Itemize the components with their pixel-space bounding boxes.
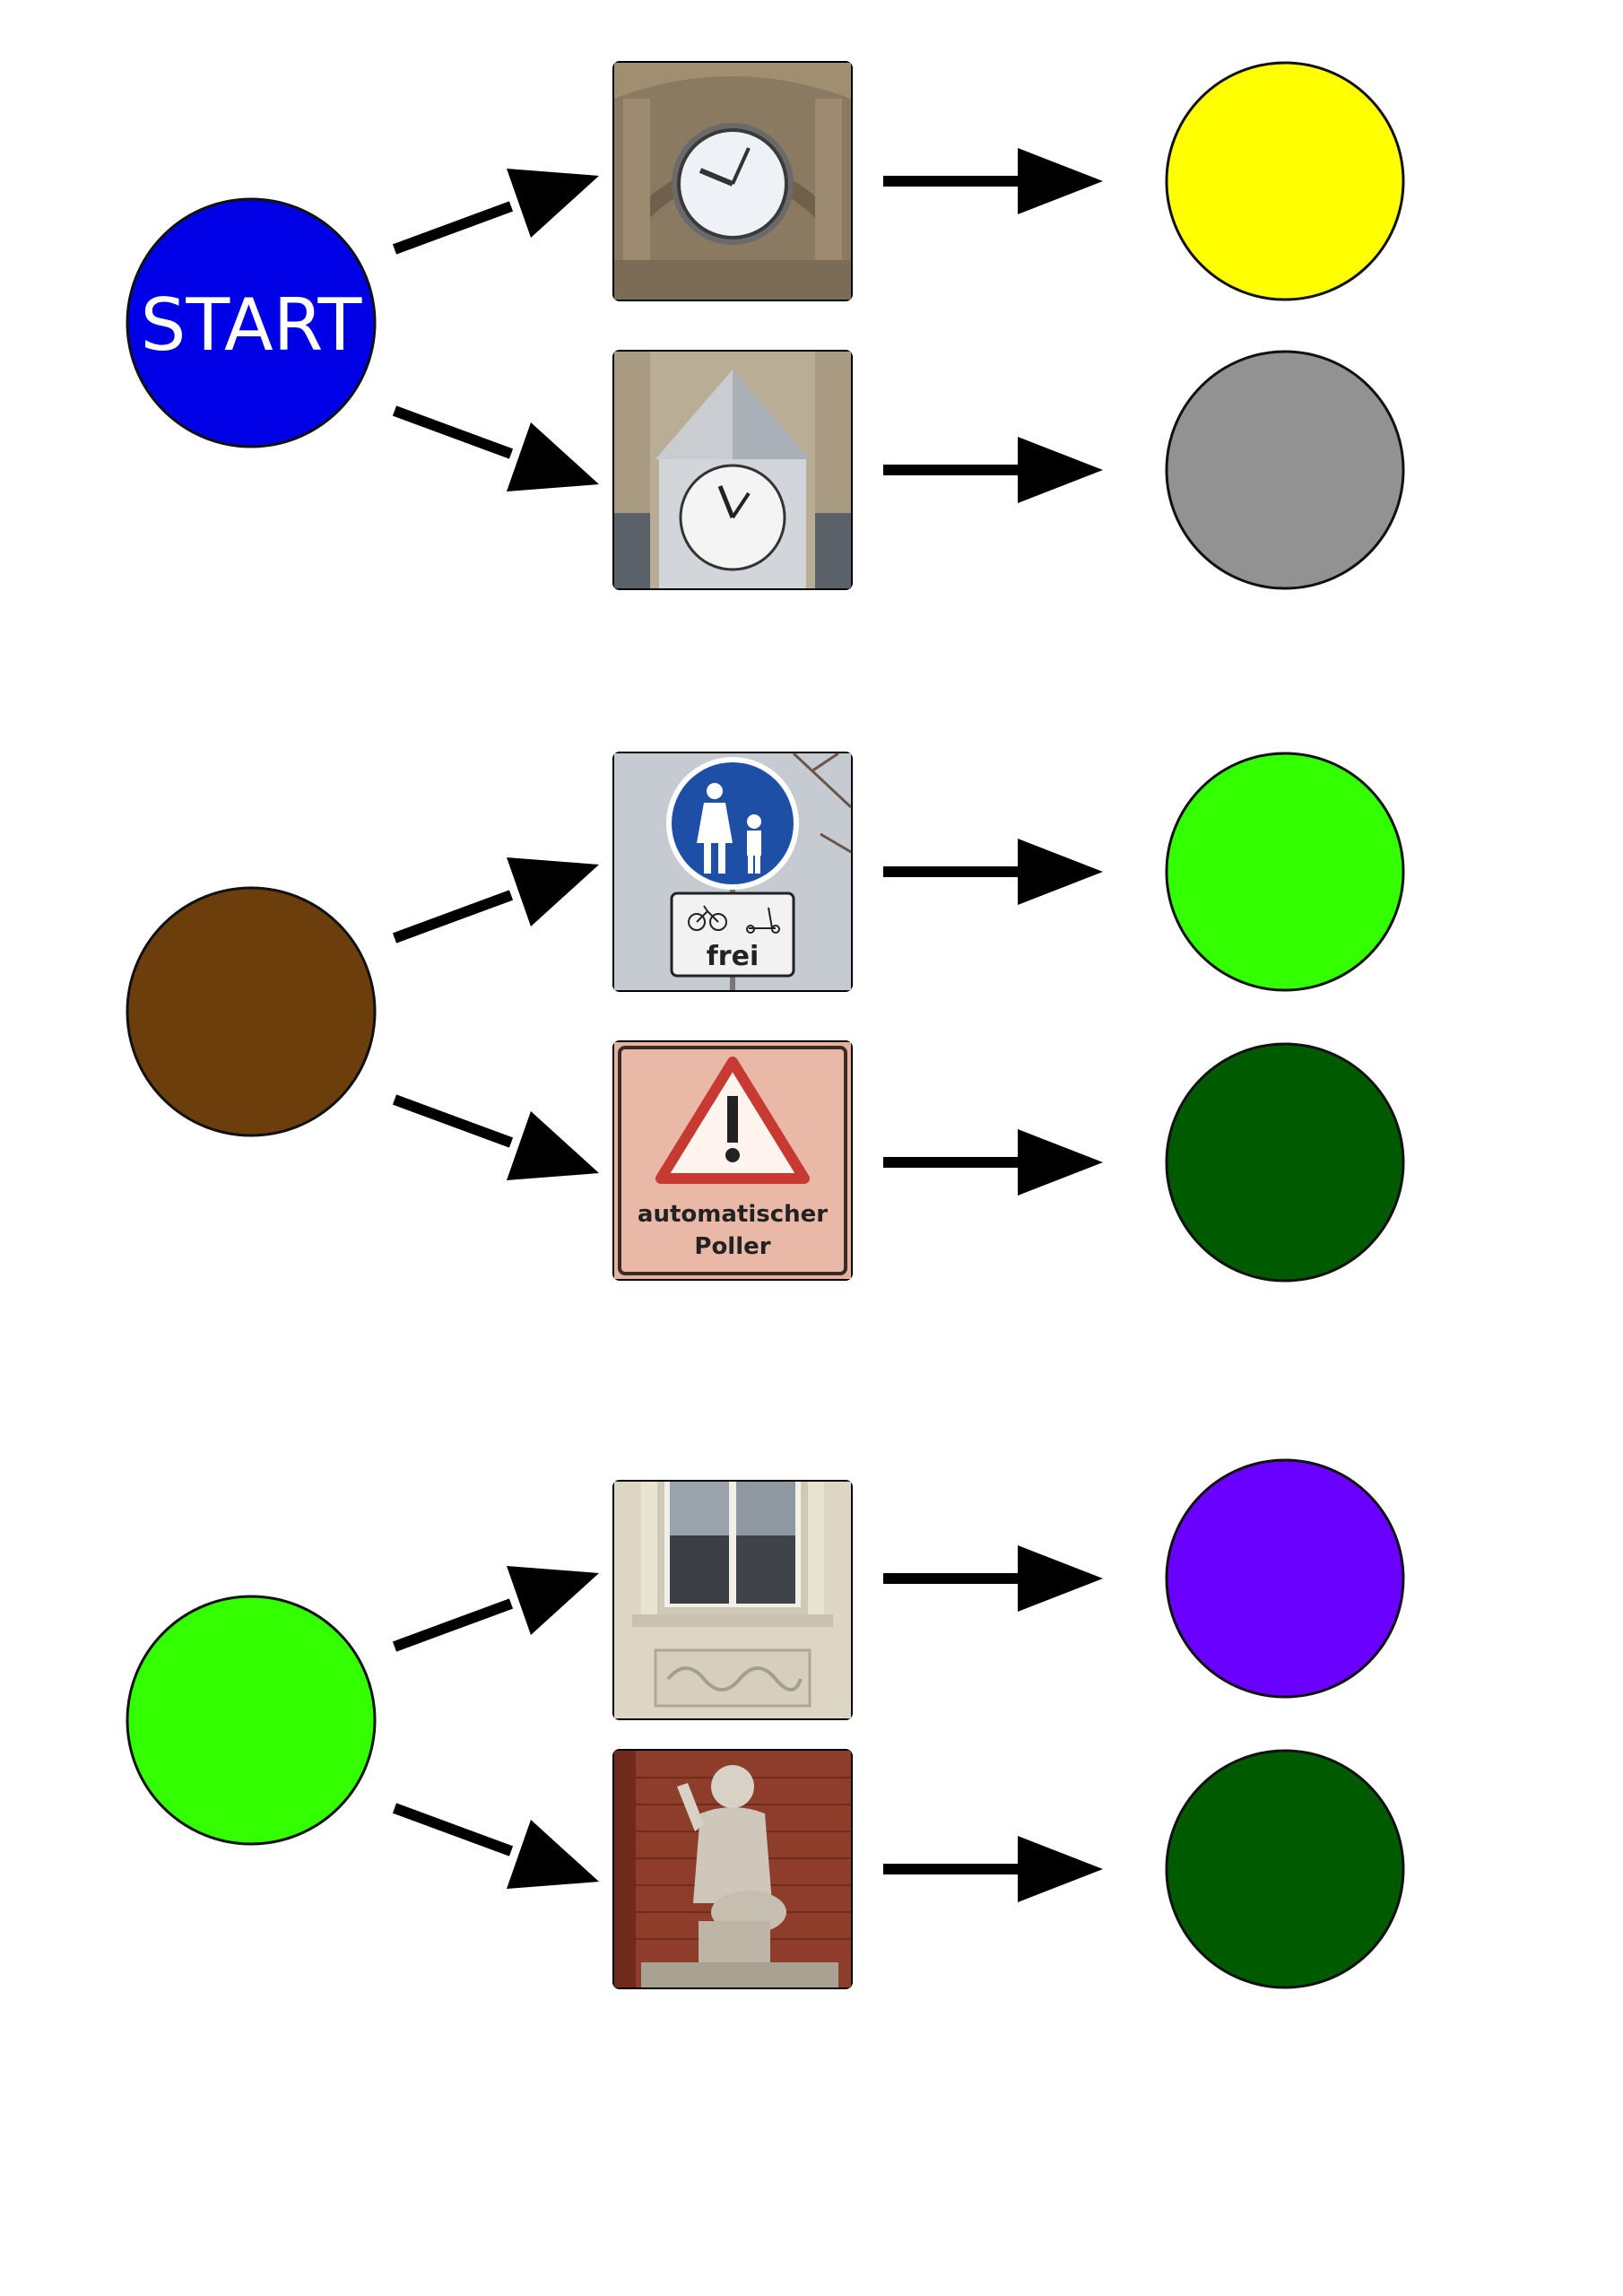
warning-sign-line1: automatischer bbox=[638, 1201, 828, 1228]
target-node-purple bbox=[1165, 1458, 1405, 1699]
start-label: START bbox=[141, 283, 363, 367]
tower-clock-photo bbox=[612, 350, 853, 590]
arrow-photo-4-to-target-darkgreen bbox=[883, 1129, 1103, 1196]
arrow-source-to-photo-4 bbox=[392, 1094, 599, 1180]
arrow-source-to-photo-5 bbox=[392, 1566, 599, 1652]
arrow-source-to-photo-2 bbox=[392, 405, 599, 491]
warning-sign-line2: Poller bbox=[694, 1233, 770, 1260]
source-node-lime bbox=[126, 1595, 377, 1846]
arrow-photo-1-to-target-yellow bbox=[883, 148, 1103, 214]
station-clock-photo bbox=[612, 61, 853, 301]
target-node-darkgreen bbox=[1165, 1042, 1405, 1283]
arrow-photo-6-to-target-darkgreen bbox=[883, 1836, 1103, 1902]
frei-sign-text: frei bbox=[707, 941, 759, 972]
arrow-source-to-photo-6 bbox=[392, 1803, 599, 1889]
target-node-gray bbox=[1165, 350, 1405, 590]
group-3 bbox=[126, 1458, 1405, 1989]
group-2: frei automatischer Poller bbox=[126, 752, 1405, 1283]
arrow-source-to-photo-3 bbox=[392, 857, 599, 944]
warning-sign-photo: automatischer Poller bbox=[612, 1040, 853, 1281]
target-node-lime bbox=[1165, 752, 1405, 992]
pedestrian-sign-photo: frei bbox=[612, 752, 853, 992]
target-node-yellow bbox=[1165, 61, 1405, 301]
source-node-brown bbox=[126, 886, 377, 1137]
arrow-source-to-photo-1 bbox=[392, 169, 599, 255]
window-facade-photo bbox=[612, 1480, 853, 1720]
target-node-darkgreen bbox=[1165, 1749, 1405, 1989]
arrow-photo-3-to-target-lime bbox=[883, 839, 1103, 905]
source-node-start bbox=[126, 197, 377, 448]
arrow-photo-2-to-target-gray bbox=[883, 437, 1103, 503]
statue-photo bbox=[612, 1749, 853, 1989]
group-1: START bbox=[126, 61, 1405, 590]
arrow-photo-5-to-target-purple bbox=[883, 1545, 1103, 1612]
